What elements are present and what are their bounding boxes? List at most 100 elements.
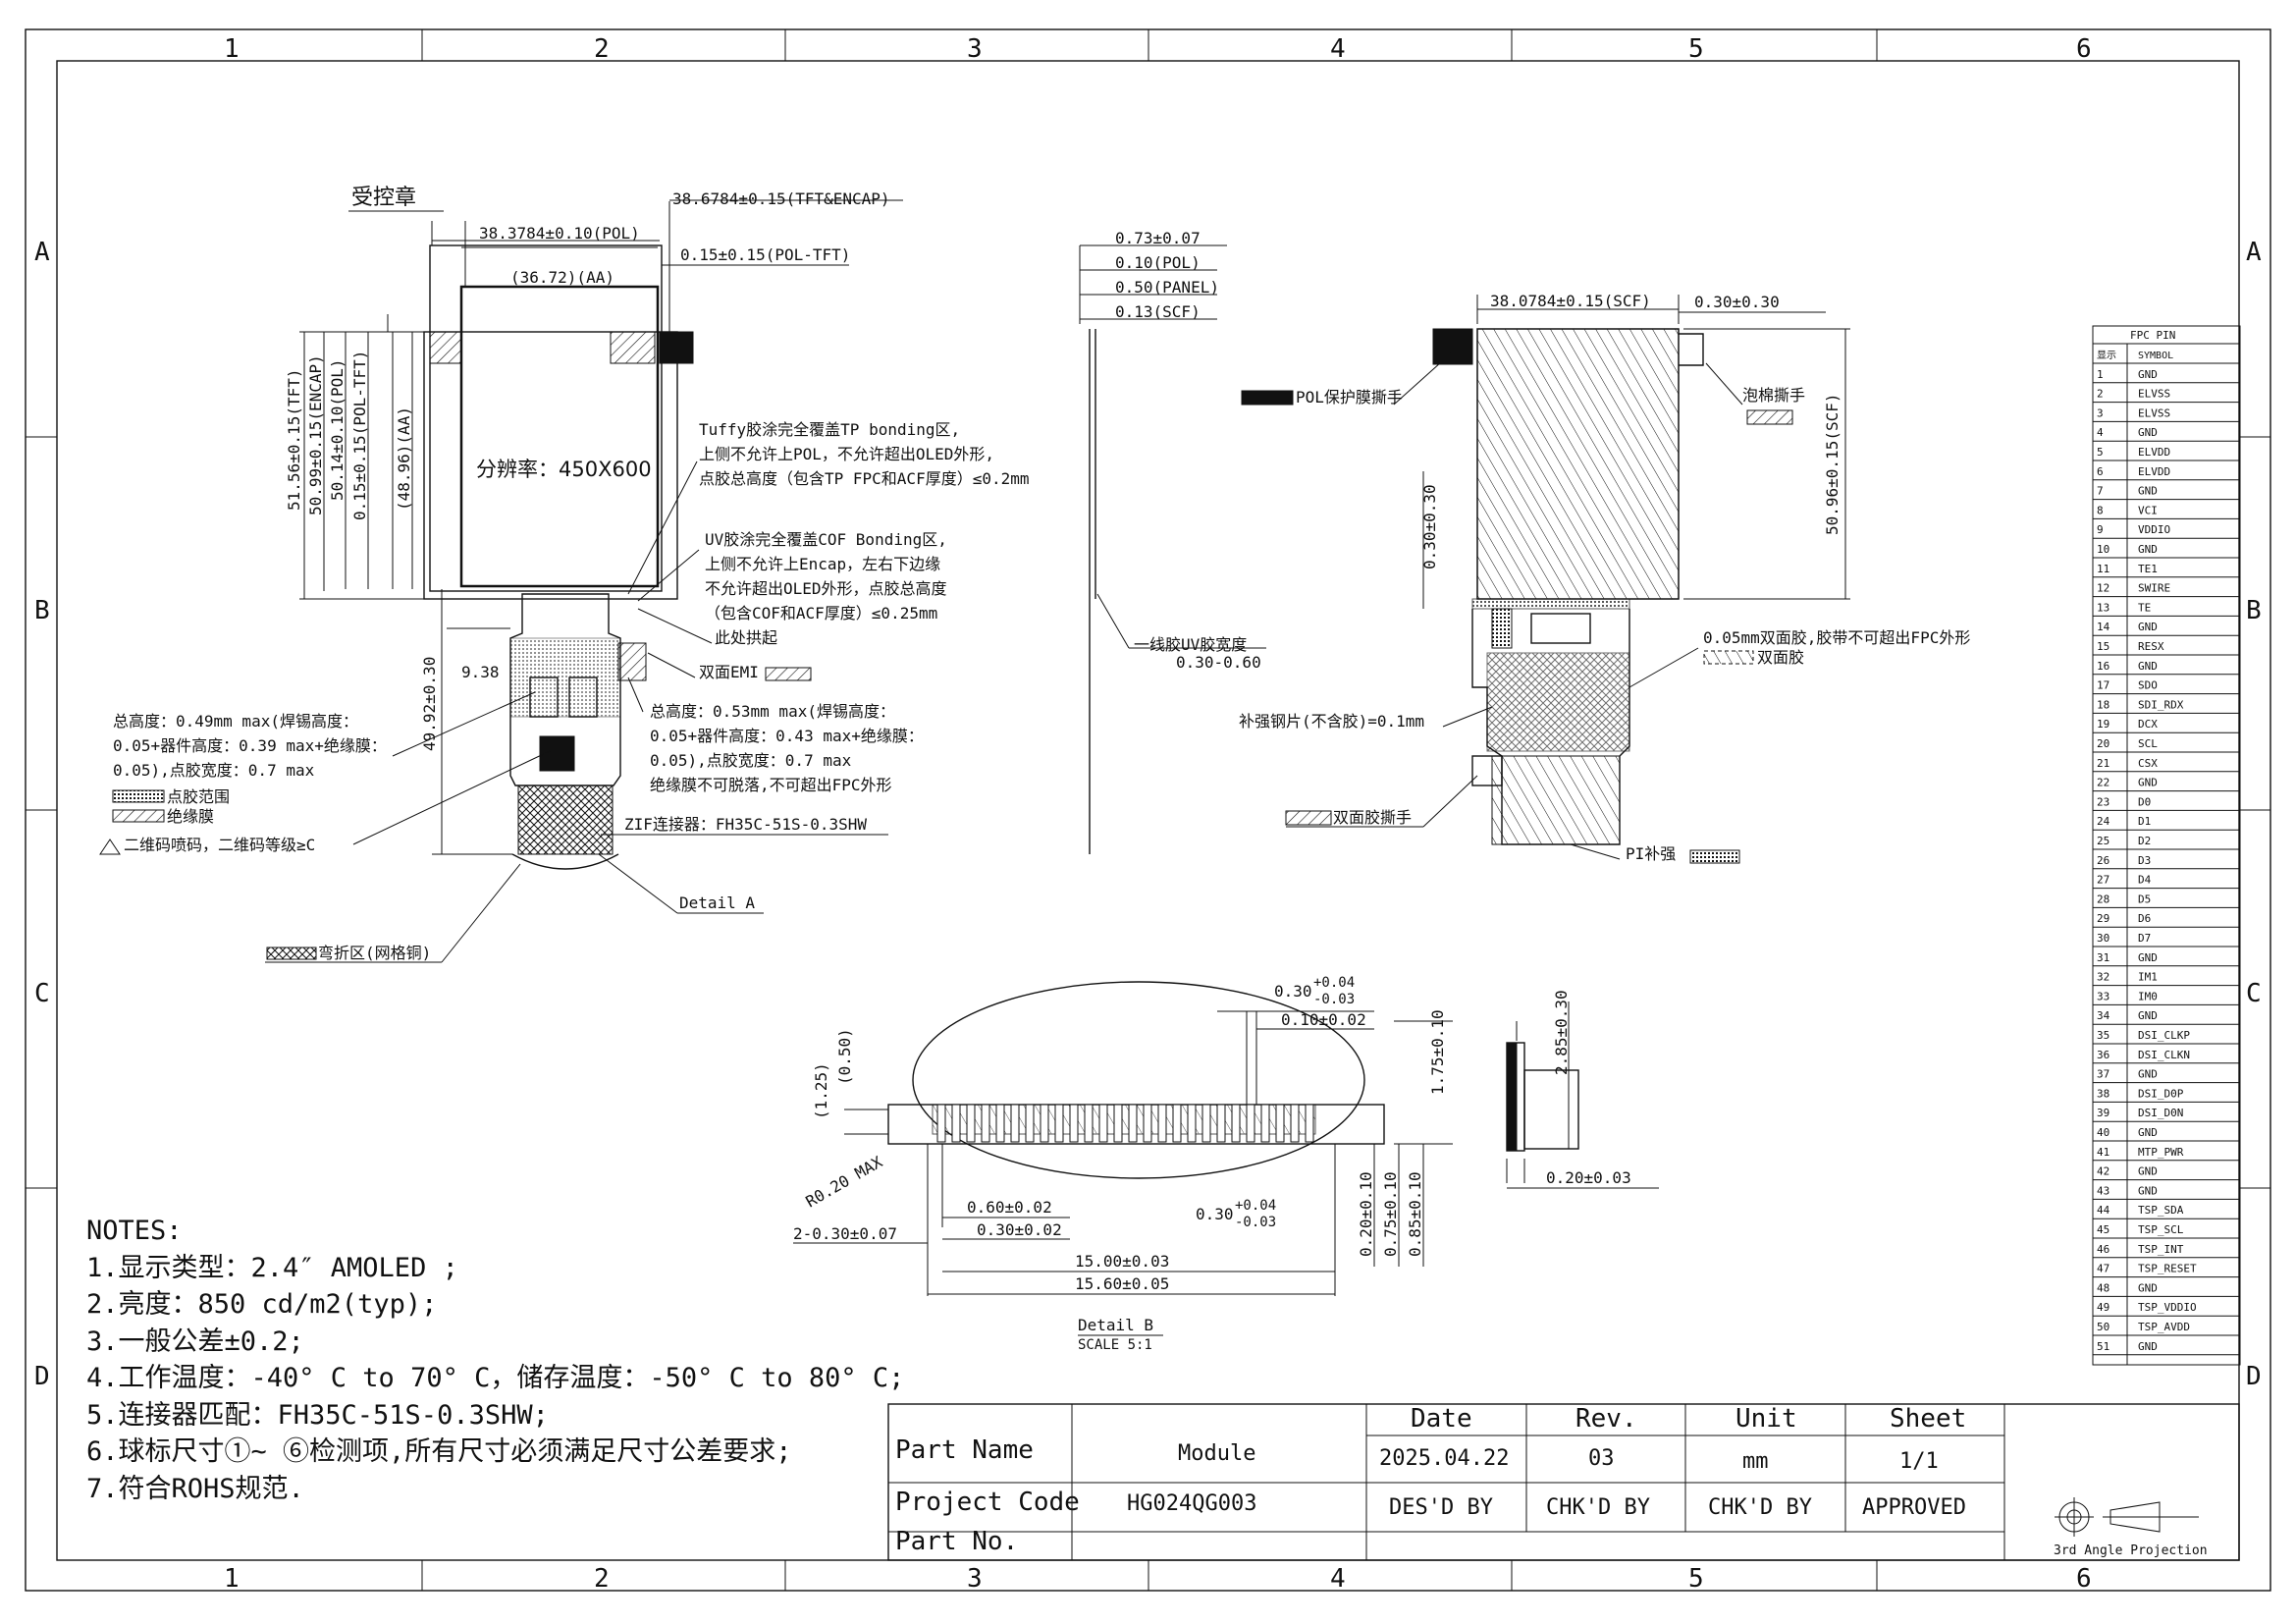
side-dim-pol: 0.10(POL) <box>1115 253 1201 272</box>
pin-number: 3 <box>2097 406 2104 419</box>
left-height-line-1: 总高度：0.49mm max(焊锡高度： <box>113 712 358 731</box>
pin-symbol: D0 <box>2138 795 2151 808</box>
pin-number: 31 <box>2097 951 2109 964</box>
pin-symbol: GND <box>2138 485 2158 498</box>
left-height-line-3: 0.05),点胶宽度：0.7 max <box>113 761 315 780</box>
zone-row-a-left: A <box>34 238 50 267</box>
pin-number: 30 <box>2097 932 2109 945</box>
tuffy-line-2: 上侧不允许上POL，不允许超出OLED外形, <box>699 445 994 463</box>
zone-col-6-top: 6 <box>2076 34 2092 64</box>
project-code-value: HG024QG003 <box>1127 1491 1256 1516</box>
date-value: 2025.04.22 <box>1379 1446 1509 1471</box>
pin-number: 14 <box>2097 621 2110 633</box>
pi-label: PI补强 <box>1626 844 1676 863</box>
pin-number: 29 <box>2097 912 2109 925</box>
connector-pin <box>1260 1104 1270 1143</box>
dim-aa-height: (48.96)(AA) <box>395 406 413 511</box>
dim-pol-width: 38.3784±0.10(POL) <box>479 224 640 243</box>
pin-number: 6 <box>2097 465 2104 478</box>
pin-symbol: DSI_D0P <box>2138 1087 2184 1100</box>
zone-col-2-bottom: 2 <box>594 1564 610 1594</box>
pin-number: 41 <box>2097 1146 2109 1159</box>
pin-table-head-no: 显示 <box>2097 350 2116 361</box>
left-height-line-2: 0.05+器件高度：0.39 max+绝缘膜： <box>113 736 387 755</box>
connector-pin <box>951 1104 961 1143</box>
side-uv-label: 一线胶UV胶宽度 <box>1134 635 1247 654</box>
pin-symbol: GND <box>2138 1184 2158 1197</box>
connector-pin <box>981 1104 990 1143</box>
pin-symbol: SDO <box>2138 679 2158 692</box>
connector-pin <box>1231 1104 1241 1143</box>
pin-symbol: GND <box>2138 426 2158 439</box>
tape-legend: 双面胶 <box>1757 648 1804 667</box>
bend-zone-label: 弯折区(网格铜) <box>318 944 431 962</box>
pin-symbol: TE1 <box>2138 563 2158 575</box>
detail-b: 0.30 +0.04 -0.03 0.10±0.02 1.75±0.10 (1.… <box>793 975 1659 1353</box>
zone-row-a-right: A <box>2246 238 2262 267</box>
connector-pin <box>1069 1104 1079 1143</box>
pin-number: 10 <box>2097 543 2109 556</box>
pin-symbol: SWIRE <box>2138 582 2170 595</box>
side-view: 0.73±0.07 0.10(POL) 0.50(PANEL) 0.13(SCF… <box>1079 229 1266 854</box>
pin-number: 34 <box>2097 1009 2110 1022</box>
right-height-line-1: 总高度：0.53mm max(焊锡高度： <box>650 702 895 721</box>
pin-number: 8 <box>2097 504 2104 516</box>
active-area <box>459 285 660 588</box>
pin-number: 17 <box>2097 679 2109 692</box>
pin-number: 46 <box>2097 1243 2109 1256</box>
pin-symbol: GND <box>2138 1068 2158 1081</box>
notes-heading: NOTES: <box>86 1216 183 1246</box>
db-left-b: (0.50) <box>835 1028 854 1085</box>
zone-row-b-right: B <box>2246 596 2262 625</box>
pin-number: 44 <box>2097 1204 2110 1217</box>
pin-symbol: MTP_PWR <box>2138 1146 2184 1159</box>
dim-encap-height: 50.99±0.15(ENCAP) <box>306 354 325 515</box>
db-side-h: 2.85±0.30 <box>1552 990 1571 1075</box>
legend-insulation: 绝缘膜 <box>167 807 214 826</box>
uv-line-4: （包含COF和ACF厚度）≤0.25mm <box>705 604 937 623</box>
part-name-value: Module <box>1178 1441 1255 1466</box>
detail-a-label: Detail A <box>679 893 755 912</box>
pin-table-title: FPC PIN <box>2130 329 2175 342</box>
pin-table-head-symbol: SYMBOL <box>2138 351 2173 361</box>
db-scale: SCALE 5:1 <box>1078 1337 1152 1353</box>
db-mid: 0.30 <box>1196 1205 1234 1223</box>
pin-symbol: GND <box>2138 1281 2158 1294</box>
date-label: Date <box>1411 1404 1472 1434</box>
connector-pin <box>1010 1104 1020 1143</box>
back-view: 38.0784±0.15(SCF) 0.30±0.30 50.96±0.15(S… <box>1239 292 1970 864</box>
connector-pin <box>1201 1104 1211 1143</box>
stamp-label: 受控章 <box>351 186 416 210</box>
pin-number: 16 <box>2097 660 2109 673</box>
db-title: Detail B <box>1078 1316 1153 1334</box>
pol-outline <box>429 244 663 592</box>
pin-number: 4 <box>2097 426 2104 439</box>
db-mid-minus: -0.03 <box>1235 1215 1276 1230</box>
pin-number: 35 <box>2097 1029 2109 1042</box>
pin-symbol: IM1 <box>2138 971 2158 984</box>
note-5: 5.连接器匹配：FH35C-51S-0.3SHW; <box>86 1400 549 1431</box>
zone-ticks <box>26 29 2270 1591</box>
zone-col-2-top: 2 <box>594 34 610 64</box>
db-radius: R0.20 MAX <box>803 1152 886 1211</box>
side-dim-panel: 0.50(PANEL) <box>1115 278 1219 297</box>
note-6: 6.球标尺寸①~ ⑥检测项,所有尺寸必须满足尺寸公差要求; <box>86 1436 792 1467</box>
arch-label: 此处拱起 <box>715 628 777 647</box>
sheet-label: Sheet <box>1890 1404 1966 1434</box>
sheet-value: 1/1 <box>1899 1449 1939 1474</box>
pin-number: 24 <box>2097 815 2110 828</box>
zone-col-3-top: 3 <box>967 34 983 64</box>
pin-number: 43 <box>2097 1184 2109 1197</box>
pin-number: 11 <box>2097 563 2109 575</box>
pin-number: 48 <box>2097 1281 2109 1294</box>
pin-symbol: TSP_INT <box>2138 1243 2184 1256</box>
pin-number: 15 <box>2097 640 2109 653</box>
pin-number: 51 <box>2097 1340 2109 1353</box>
pin-number: 40 <box>2097 1126 2109 1139</box>
pin-number: 28 <box>2097 893 2109 905</box>
pin-symbol: DSI_CLKN <box>2138 1049 2190 1061</box>
pin-symbol: IM0 <box>2138 990 2158 1002</box>
pin-symbol: VCI <box>2138 504 2158 516</box>
pin-symbol: D3 <box>2138 854 2151 867</box>
